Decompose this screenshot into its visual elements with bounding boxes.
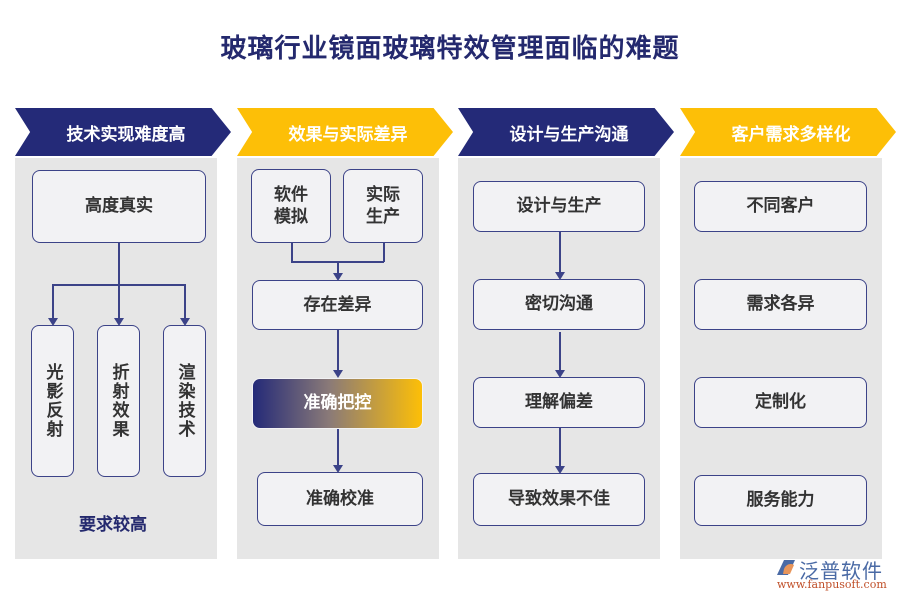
connector [184,284,186,320]
box-refraction: 折射效果 [97,325,140,477]
connector [559,428,561,468]
header-label: 效果与实际差异 [288,124,408,145]
page-title: 玻璃行业镜面玻璃特效管理面临的难题 [220,34,680,64]
header-customer-needs: 客户需求多样化 [680,108,896,156]
connector [291,243,293,262]
connector [337,429,339,467]
connector [559,332,561,372]
box-accurate-control: 准确把控 [252,378,423,429]
logo-url: www.fanpusoft.com [777,578,887,591]
box-misunderstanding: 理解偏差 [473,377,645,428]
header-design-production: 设计与生产沟通 [458,108,674,156]
connector [337,330,339,372]
box-varied-needs: 需求各异 [694,279,867,330]
note-high-requirements: 要求较高 [79,515,147,535]
arrow-down-icon [48,318,58,326]
arrow-down-icon [555,370,565,378]
arrow-down-icon [333,465,343,473]
box-accurate-calibration: 准确校准 [257,472,423,526]
arrow-down-icon [333,370,343,378]
box-customization: 定制化 [694,377,867,428]
header-label: 技术实现难度高 [66,124,186,145]
box-different-customers: 不同客户 [694,181,867,232]
arrow-down-icon [555,272,565,280]
box-high-realism: 高度真实 [32,170,206,243]
brand-logo: 泛普软件 www.fanpusoft.com [775,555,895,595]
header-label: 设计与生产沟通 [509,124,629,145]
box-design-production: 设计与生产 [473,181,645,232]
logo-icon [777,560,795,575]
header-effect-difference: 效果与实际差异 [237,108,453,156]
box-rendering: 渲染技术 [163,325,206,477]
arrow-down-icon [333,273,343,281]
box-service-capability: 服务能力 [694,475,867,526]
box-difference-exists: 存在差异 [252,280,423,330]
box-actual-production: 实际生产 [343,169,423,243]
arrow-down-icon [180,318,190,326]
connector [383,243,385,262]
logo-name: 泛普软件 [799,559,883,583]
connector [118,243,120,285]
connector [118,284,120,320]
connector [337,261,339,275]
box-close-communication: 密切沟通 [473,279,645,330]
connector [52,284,54,320]
box-software-simulation: 软件模拟 [251,169,331,243]
box-poor-results: 导致效果不佳 [473,473,645,526]
arrow-down-icon [555,466,565,474]
connector [559,232,561,273]
arrow-down-icon [114,318,124,326]
header-label: 客户需求多样化 [731,124,851,145]
header-tech-difficulty: 技术实现难度高 [15,108,231,156]
box-light-reflection: 光影反射 [31,325,74,477]
